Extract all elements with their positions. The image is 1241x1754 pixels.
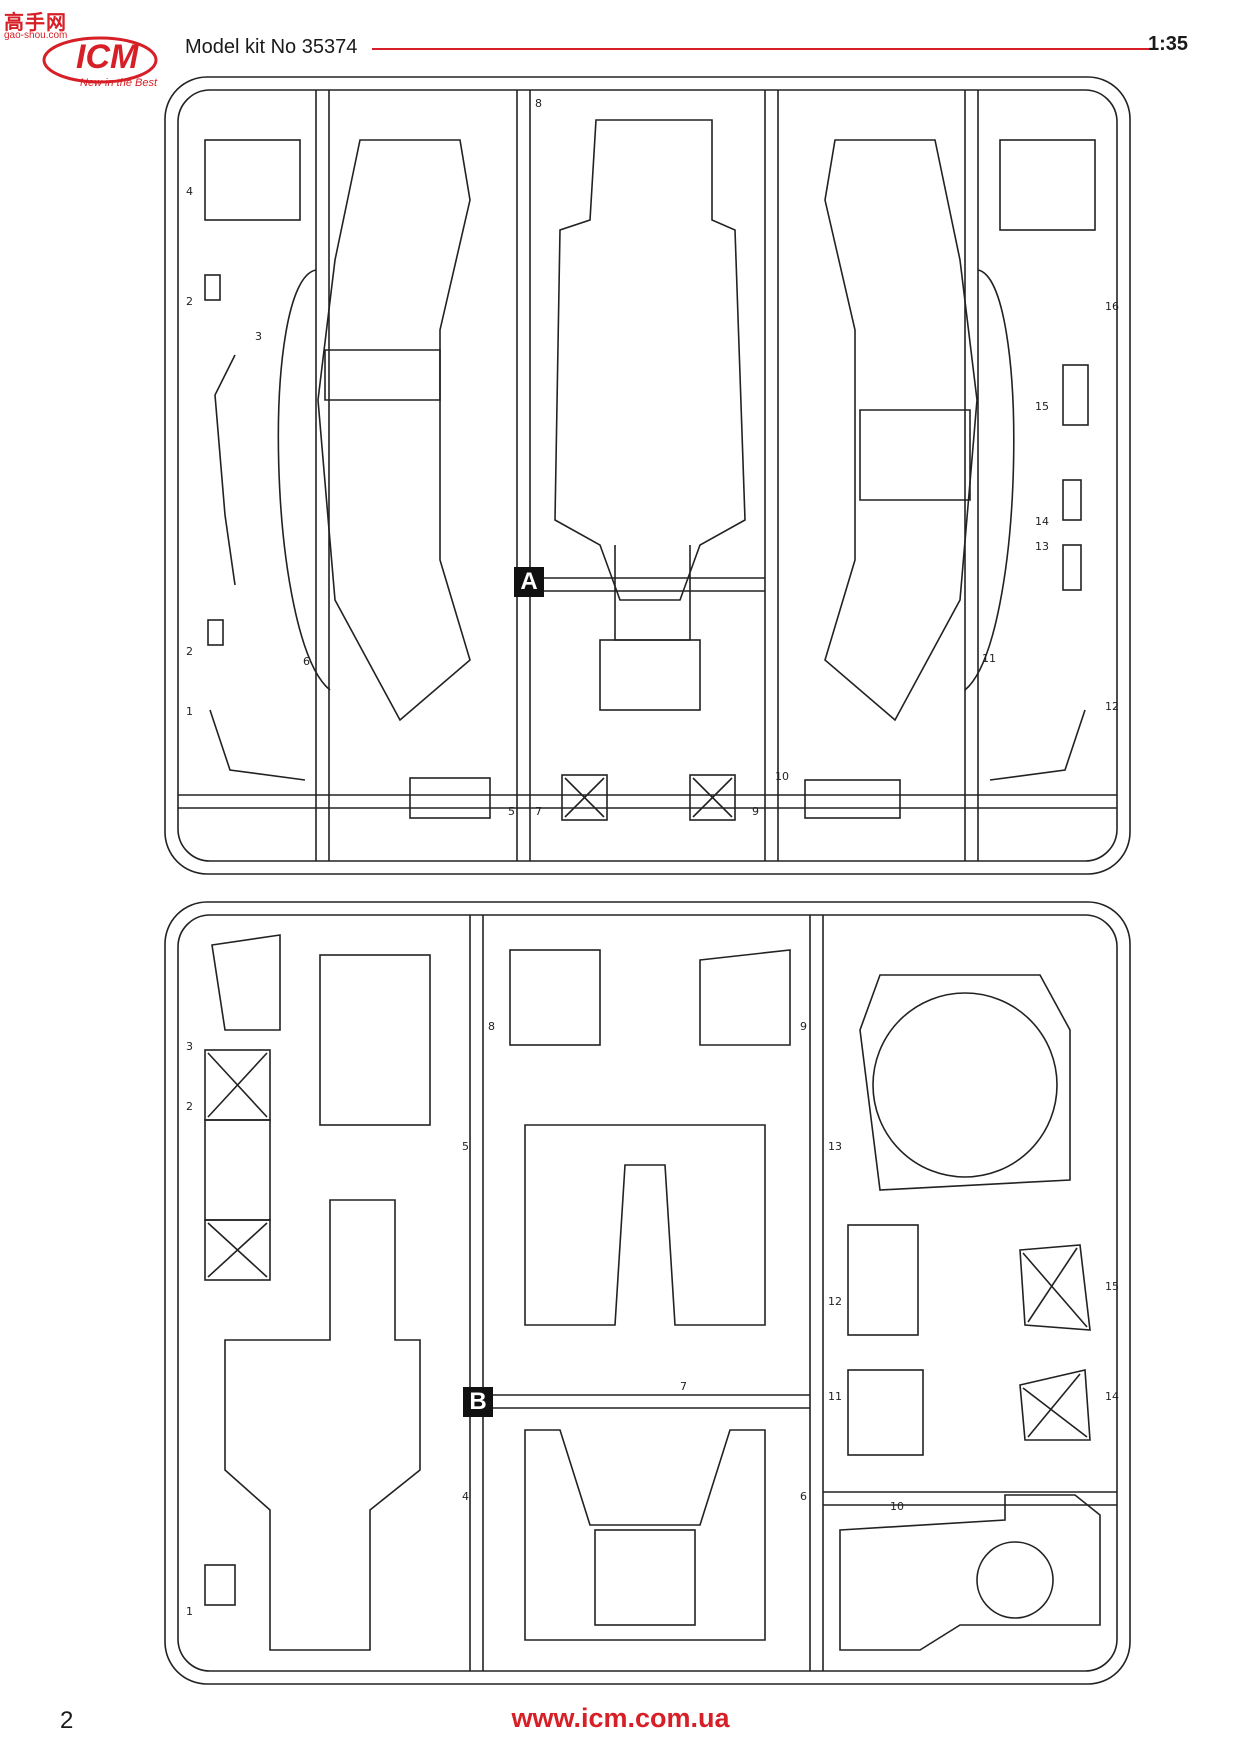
sprue-a-part-4: 4 <box>186 185 193 198</box>
sprue-a-part-9: 9 <box>752 805 759 818</box>
sprue-b-part-8: 8 <box>488 1020 495 1033</box>
sprue-b-part-1: 1 <box>186 1605 193 1618</box>
sprue-b-part-9: 9 <box>800 1020 807 1033</box>
sprue-a-part-8: 8 <box>535 97 542 110</box>
sprue-b-part-3: 3 <box>186 1040 193 1053</box>
sprue-a-part-10: 10 <box>775 770 789 783</box>
sprue-b-part-13: 13 <box>828 1140 842 1153</box>
sprue-b-label: B <box>463 1387 493 1417</box>
page-title: Model kit No 35374 <box>185 36 358 58</box>
sprue-a-part-7: 7 <box>535 805 542 818</box>
header-rule <box>372 48 1150 50</box>
sprue-a-part-16: 16 <box>1105 300 1119 313</box>
sprue-a-part-14: 14 <box>1035 515 1049 528</box>
sprue-a-part-11: 11 <box>982 652 996 665</box>
logo-tagline: New in the Best <box>80 77 158 89</box>
page-number: 2 <box>60 1707 74 1734</box>
sprue-b-part-4: 4 <box>462 1490 469 1503</box>
sprue-b-part-7: 7 <box>680 1380 687 1393</box>
sprue-a-part-5: 5 <box>508 805 515 818</box>
sprue-a-part-2b: 2 <box>186 645 193 658</box>
icm-logo: ICM <box>76 38 139 76</box>
sprue-b-part-12: 12 <box>828 1295 842 1308</box>
sprue-b-part-11: 11 <box>828 1390 842 1403</box>
watermark-subtitle: gao-shou.com <box>4 30 68 41</box>
sprue-b-part-2: 2 <box>186 1100 193 1113</box>
sprue-a-part-1: 1 <box>186 705 193 718</box>
sprue-b-part-10: 10 <box>890 1500 904 1513</box>
sprue-a-part-12: 12 <box>1105 700 1119 713</box>
sprue-a-part-6: 6 <box>303 655 310 668</box>
sprue-b-part-5: 5 <box>462 1140 469 1153</box>
sprue-a-part-15: 15 <box>1035 400 1049 413</box>
sprue-b-part-14: 14 <box>1105 1390 1119 1403</box>
sprue-a-part-13: 13 <box>1035 540 1049 553</box>
sprue-a-label: A <box>514 567 544 597</box>
sprue-a-part-2: 2 <box>186 295 193 308</box>
sprue-b-part-6: 6 <box>800 1490 807 1503</box>
icm-logo-swoosh <box>42 36 158 84</box>
sprue-a-part-3: 3 <box>255 330 262 343</box>
watermark: 高手网 <box>4 12 67 34</box>
footer-url[interactable]: www.icm.com.ua <box>511 1703 730 1733</box>
sprue-b-part-15: 15 <box>1105 1280 1119 1293</box>
scale-label: 1:35 <box>1148 33 1189 55</box>
